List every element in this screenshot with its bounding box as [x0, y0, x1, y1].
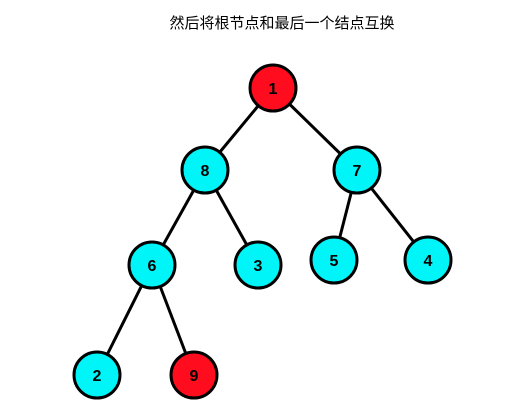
tree-node-circle [233, 240, 283, 290]
tree-node-circle [309, 235, 359, 285]
tree-node-2: 2 [72, 350, 122, 400]
tree-node-9: 9 [169, 350, 219, 400]
tree-node-circle [169, 350, 219, 400]
tree-nodes: 1 8 7 6 3 5 4 2 9 [72, 63, 453, 400]
tree-node-label: 3 [254, 258, 263, 275]
tree-node-5: 5 [309, 235, 359, 285]
tree-node-label: 6 [148, 258, 157, 275]
tree-node-label: 4 [424, 253, 433, 270]
tree-node-8: 8 [180, 145, 230, 195]
tree-node-circle [403, 235, 453, 285]
tree-edges [95, 86, 430, 376]
tree-node-6: 6 [127, 240, 177, 290]
tree-node-circle [180, 145, 230, 195]
diagram-title: 然后将根节点和最后一个结点互换 [169, 14, 395, 32]
tree-node-label: 2 [93, 368, 102, 385]
tree-node-label: 9 [190, 368, 199, 385]
tree-node-circle [127, 240, 177, 290]
tree-node-circle [332, 145, 382, 195]
tree-node-1: 1 [248, 63, 298, 113]
tree-node-circle [248, 63, 298, 113]
tree-node-label: 7 [353, 163, 362, 180]
tree-node-7: 7 [332, 145, 382, 195]
tree-node-label: 5 [330, 253, 339, 270]
tree-node-circle [72, 350, 122, 400]
tree-node-3: 3 [233, 240, 283, 290]
tree-node-label: 1 [269, 81, 278, 98]
tree-node-4: 4 [403, 235, 453, 285]
tree-node-label: 8 [201, 163, 210, 180]
